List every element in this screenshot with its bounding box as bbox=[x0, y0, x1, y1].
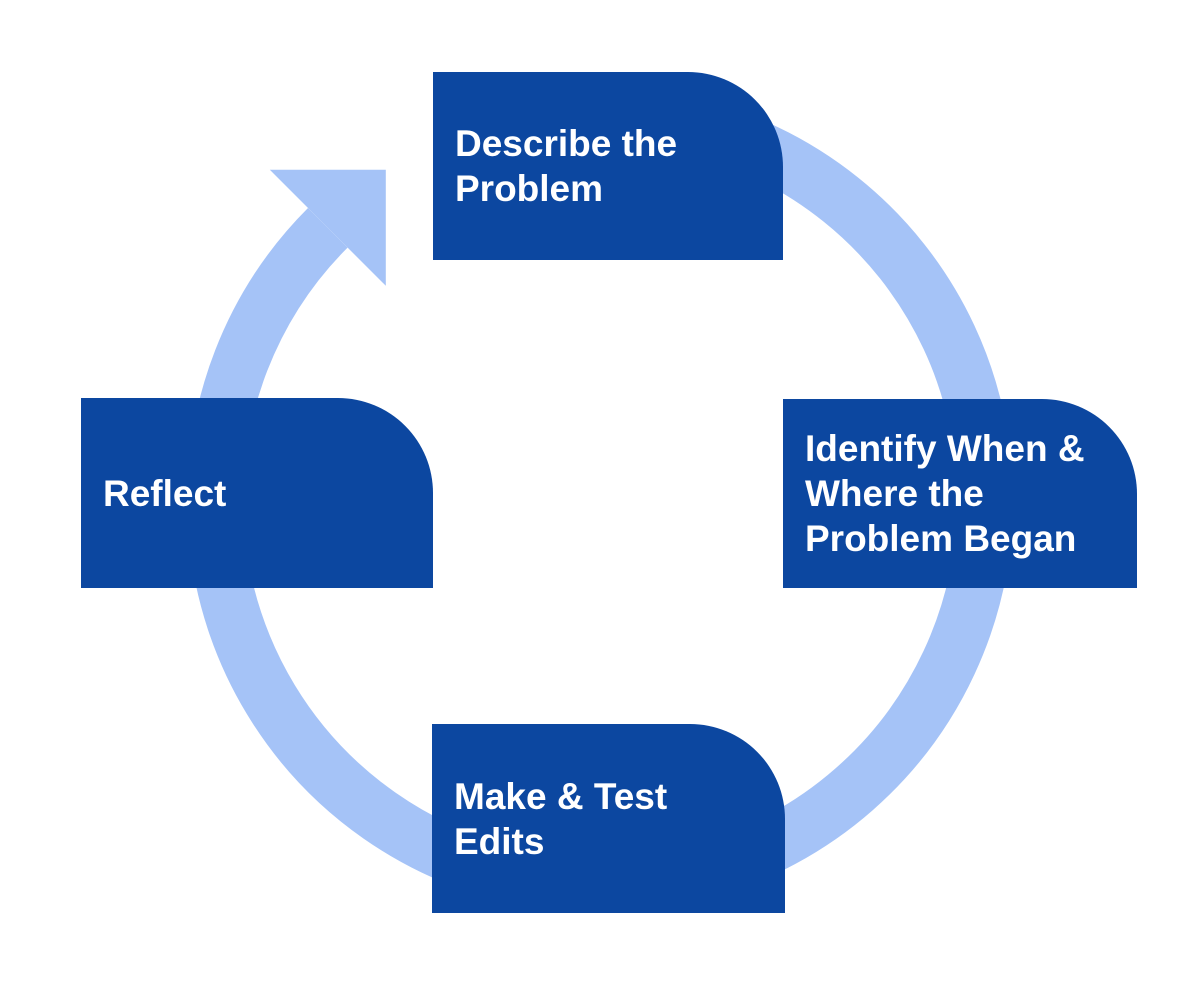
step-box-describe-the-problem: Describe the Problem bbox=[433, 72, 783, 260]
cycle-arrowhead-icon bbox=[269, 169, 386, 286]
step-label: Reflect bbox=[103, 471, 419, 516]
step-label: Describe the Problem bbox=[455, 121, 769, 211]
step-box-reflect: Reflect bbox=[81, 398, 433, 588]
step-label: Make & Test Edits bbox=[454, 774, 771, 864]
step-label-line: Reflect bbox=[103, 472, 227, 514]
step-box-identify-when-and-where: Identify When & Where the Problem Began bbox=[783, 399, 1137, 588]
step-label: Identify When & Where the Problem Began bbox=[805, 426, 1123, 561]
step-box-make-and-test-edits: Make & Test Edits bbox=[432, 724, 785, 913]
step-label-line: Edits bbox=[454, 820, 545, 862]
step-label-line: Problem bbox=[455, 168, 604, 209]
step-label-line: Where the bbox=[805, 473, 984, 514]
step-label-line: Problem Began bbox=[805, 518, 1077, 559]
step-label-line: Identify When & bbox=[805, 428, 1085, 469]
step-label-line: Describe the bbox=[455, 123, 678, 164]
step-label-line: Make & Test bbox=[454, 775, 668, 817]
